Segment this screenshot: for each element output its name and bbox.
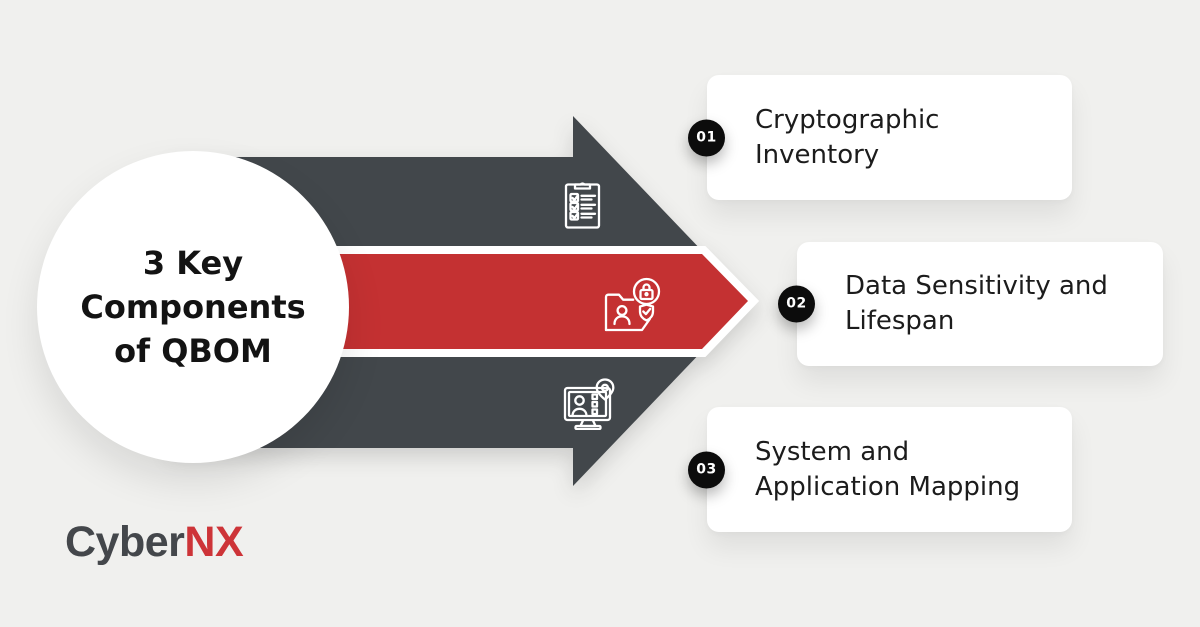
card-label-line: Cryptographic bbox=[755, 104, 940, 135]
logo-text-nx: NX bbox=[184, 518, 244, 566]
step-badge-02: 02 bbox=[778, 285, 815, 323]
card-label-line: Data Sensitivity and bbox=[845, 271, 1108, 301]
card-label: Data Sensitivity and Lifespan bbox=[845, 269, 1108, 339]
card-label-line: Inventory bbox=[755, 139, 880, 170]
card-label: System and Application Mapping bbox=[755, 435, 1020, 505]
card-label-line: System and bbox=[755, 436, 910, 467]
card-cryptographic-inventory: 01 Cryptographic Inventory bbox=[688, 75, 1072, 200]
card-system-application-mapping: 03 System and Application Mapping bbox=[688, 407, 1072, 532]
card-label-line: Application Mapping bbox=[755, 471, 1021, 502]
step-badge-01: 01 bbox=[688, 119, 725, 156]
title-line: 3 Key bbox=[142, 244, 244, 282]
step-badge-03: 03 bbox=[688, 451, 725, 488]
card-label: Cryptographic Inventory bbox=[755, 103, 939, 173]
title-line: of QBOM bbox=[114, 332, 272, 370]
title-line: Components bbox=[80, 288, 306, 326]
system-mapping-monitor-icon bbox=[563, 378, 615, 430]
secure-data-folder-icon bbox=[604, 277, 661, 332]
title-circle: 3 Key Components of QBOM bbox=[37, 151, 349, 463]
cybernx-logo: CyberNX bbox=[65, 518, 244, 566]
logo-text-cyber: Cyber bbox=[65, 518, 185, 566]
card-data-sensitivity-lifespan: 02 Data Sensitivity and Lifespan bbox=[778, 242, 1163, 366]
step-number: 03 bbox=[696, 461, 717, 477]
card-label-line: Lifespan bbox=[845, 306, 955, 336]
step-number: 01 bbox=[696, 129, 717, 145]
page-title: 3 Key Components of QBOM bbox=[80, 241, 305, 373]
checklist-clipboard-icon bbox=[564, 182, 601, 229]
step-number: 02 bbox=[786, 295, 807, 312]
